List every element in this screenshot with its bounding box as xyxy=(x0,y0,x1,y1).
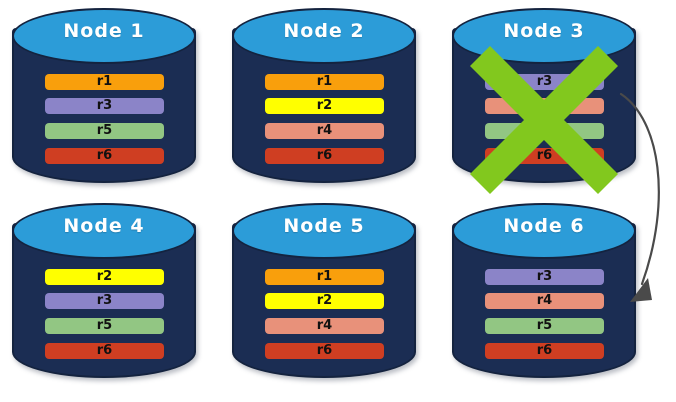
record-bar[interactable]: r2 xyxy=(265,98,384,114)
record-bar[interactable]: r5 xyxy=(485,318,604,334)
node-label: Node 1 xyxy=(63,20,145,42)
record-bar-list: r3 r4 r5 r6 xyxy=(452,8,636,186)
node-cylinder-3[interactable]: Node 3 r3 r4 r5 r6 xyxy=(452,8,636,194)
record-bar-list: r3 r4 r5 r6 xyxy=(452,203,636,381)
node-cylinder-1[interactable]: Node 1 r1 r3 r5 r6 xyxy=(12,8,196,186)
cylinder-top xyxy=(12,203,196,259)
node-cylinder-4[interactable]: Node 4 r2 r3 r5 r6 xyxy=(12,203,196,381)
record-bar[interactable]: r1 xyxy=(265,269,384,285)
record-bar[interactable]: r6 xyxy=(485,148,604,164)
record-bar[interactable]: r5 xyxy=(485,123,604,139)
record-bar-list: r2 r3 r5 r6 xyxy=(12,203,196,381)
record-bar[interactable]: r3 xyxy=(485,74,604,90)
cylinder-top xyxy=(452,203,636,259)
node-label: Node 3 xyxy=(503,20,585,42)
record-bar[interactable]: r1 xyxy=(265,74,384,90)
record-bar-list: r1 r2 r4 r6 xyxy=(232,8,416,186)
node-label: Node 2 xyxy=(283,20,365,42)
node-cylinder-6[interactable]: Node 6 r3 r4 r5 r6 xyxy=(452,203,636,381)
cylinder-top xyxy=(12,8,196,64)
record-bar[interactable]: r6 xyxy=(45,343,164,359)
record-bar[interactable]: r5 xyxy=(45,318,164,334)
record-bar[interactable]: r4 xyxy=(485,293,604,309)
node-label: Node 6 xyxy=(503,215,585,237)
record-bar[interactable]: r3 xyxy=(45,293,164,309)
record-bar[interactable]: r4 xyxy=(485,98,604,114)
record-bar[interactable]: r4 xyxy=(265,318,384,334)
record-bar[interactable]: r3 xyxy=(45,98,164,114)
record-bar[interactable]: r5 xyxy=(45,123,164,139)
record-bar-list: r1 r2 r4 r6 xyxy=(232,203,416,381)
node-label: Node 4 xyxy=(63,215,145,237)
cylinder-top xyxy=(232,203,416,259)
record-bar[interactable]: r6 xyxy=(265,343,384,359)
cylinder-top xyxy=(232,8,416,64)
record-bar[interactable]: r4 xyxy=(265,123,384,139)
record-bar[interactable]: r1 xyxy=(45,74,164,90)
record-bar[interactable]: r6 xyxy=(265,148,384,164)
node-label: Node 5 xyxy=(283,215,365,237)
record-bar[interactable]: r6 xyxy=(485,343,604,359)
node-cylinder-2[interactable]: Node 2 r1 r2 r4 r6 xyxy=(232,8,416,186)
record-bar[interactable]: r6 xyxy=(45,148,164,164)
record-bar[interactable]: r2 xyxy=(265,293,384,309)
node-cylinder-5[interactable]: Node 5 r1 r2 r4 r6 xyxy=(232,203,416,381)
record-bar[interactable]: r2 xyxy=(45,269,164,285)
record-bar-list: r1 r3 r5 r6 xyxy=(12,8,196,186)
record-bar[interactable]: r3 xyxy=(485,269,604,285)
